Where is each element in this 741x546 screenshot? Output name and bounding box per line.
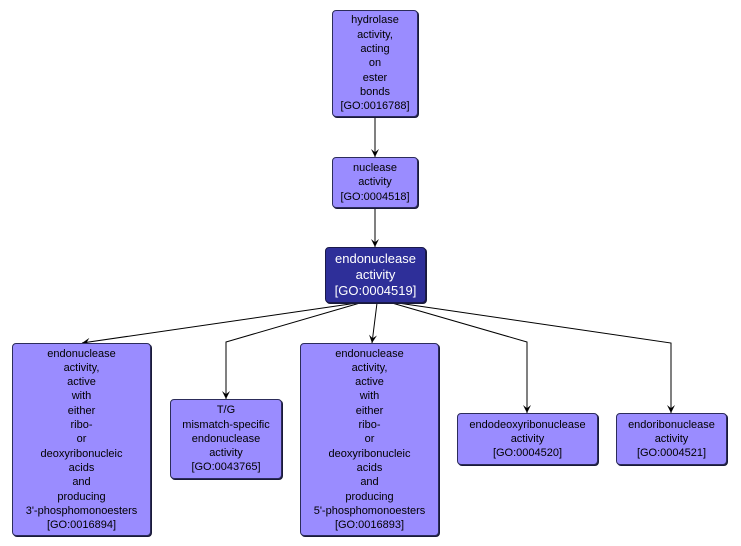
node-label-line: producing: [57, 490, 106, 503]
node-label-line: acting: [360, 43, 390, 56]
arrowhead-icon: [523, 405, 531, 413]
node-label-line: endoribonuclease: [628, 418, 715, 431]
node-label-line: producing: [345, 490, 394, 503]
node-label-line: activity,: [357, 28, 393, 41]
edge-GO-0004519-to-GO-0016894: [81, 302, 358, 344]
node-label-line: T/G: [216, 404, 236, 417]
edge-GO-0004519-to-GO-0004520: [391, 302, 528, 413]
node-label-line: nuclease: [352, 162, 398, 175]
node-label-line: ribo-: [70, 419, 93, 432]
node-go-id: [GO:0004521]: [636, 447, 707, 460]
node-label-line: ribo-: [358, 419, 381, 432]
node-label-line: with: [71, 390, 92, 403]
node-label-line: 3'-phosphomonoesters: [25, 504, 138, 517]
node-go-id: [GO:0016893]: [334, 519, 405, 532]
node-go-id: [GO:0016894]: [46, 519, 117, 532]
node-go-id: [GO:0016788]: [340, 100, 410, 113]
node-go-id: [GO:0043765]: [191, 461, 261, 474]
node-label-line: on: [368, 57, 382, 70]
edge-GO-0004519-to-GO-0004521: [397, 302, 672, 413]
node-label-line: deoxyribonucleic: [328, 447, 411, 460]
node-label-line: endonuclease: [47, 347, 116, 360]
node-label-line: active: [67, 376, 96, 389]
node-label-line: bonds: [360, 85, 390, 98]
node-label-line: acids: [356, 461, 383, 474]
node-label-line: endonuclease: [335, 347, 404, 360]
edge-GO-0004519-to-GO-0016893: [371, 302, 378, 344]
node-go-id: [GO:0004518]: [340, 190, 410, 203]
node-label-line: activity,: [351, 361, 388, 374]
arrowhead-icon: [371, 149, 379, 157]
node-label-line: or: [76, 433, 87, 446]
node-label-line: activity: [654, 432, 689, 445]
node-label-line: activity: [358, 176, 392, 189]
node-label-line: hydrolase: [351, 14, 399, 27]
node-label-line: and: [72, 476, 91, 489]
node-label-line: and: [360, 476, 379, 489]
node-label-line: endodeoxyribonuclease: [469, 418, 586, 431]
node-label-line: ester: [362, 71, 388, 84]
node-label-line: activity: [510, 432, 545, 445]
node-label-line: endonuclease: [335, 251, 416, 266]
node-label-line: endonuclease: [191, 432, 261, 445]
node-label-line: activity: [355, 267, 396, 282]
node-label-line: with: [359, 390, 380, 403]
edge-GO-0004519-to-GO-0043765: [225, 302, 361, 399]
node-label-line: activity,: [63, 361, 100, 374]
node-go-id: [GO:0004519]: [334, 283, 417, 298]
node-label-line: deoxyribonucleic: [40, 447, 123, 460]
arrowhead-icon: [667, 405, 675, 413]
node-label-line: or: [364, 433, 375, 446]
node-label-line: active: [355, 376, 384, 389]
arrowhead-icon: [369, 334, 377, 343]
node-label-line: either: [67, 404, 96, 417]
node-label-line: activity: [209, 447, 243, 460]
node-go-id: [GO:0004520]: [492, 447, 563, 460]
arrowhead-icon: [222, 391, 230, 399]
node-label-line: mismatch-specific: [182, 418, 270, 431]
arrowhead-icon: [371, 239, 379, 247]
node-label-line: acids: [68, 461, 95, 474]
node-label-line: 5'-phosphomonoesters: [313, 504, 426, 517]
node-label-line: either: [355, 404, 384, 417]
